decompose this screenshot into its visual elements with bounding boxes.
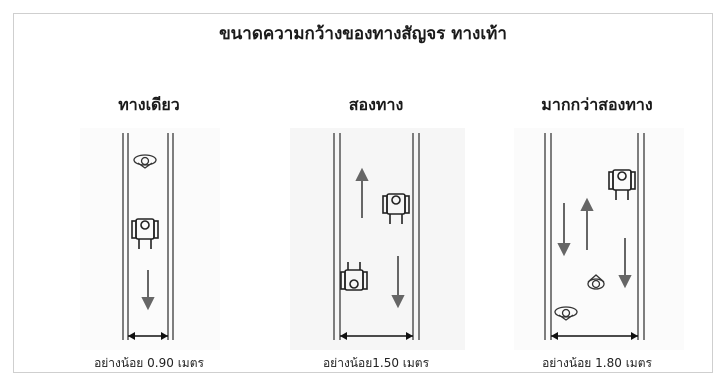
- width-dimension-arrow: [128, 332, 168, 340]
- caption-one-way-width: อย่างน้อย 0.90 เมตร: [94, 356, 204, 370]
- pedestrian-icon: [587, 274, 605, 290]
- multi-way-path-illustration: [514, 128, 684, 350]
- wheelchair-icon: [131, 218, 159, 249]
- down-arrow-icon: [141, 270, 155, 311]
- down-arrow-icon: [391, 256, 405, 309]
- column-title-one-way: ทางเดียว: [118, 95, 180, 114]
- two-way-path-illustration: [290, 128, 465, 350]
- caption-two-way-width: อย่างน้อย1.50 เมตร: [322, 356, 430, 370]
- wheelchair-icon: [382, 193, 410, 224]
- wheelchair-icon: [340, 262, 368, 291]
- column-title-multi-way: มากกว่าสองทาง: [541, 95, 653, 114]
- up-arrow-icon: [580, 197, 594, 250]
- diagram-title: ขนาดความกว้างของทางสัญจร ทางเท้า: [219, 24, 507, 44]
- column-title-two-way: สองทาง: [348, 95, 404, 114]
- up-arrow-icon: [355, 167, 369, 218]
- caption-multi-way-width: อย่างน้อย 1.80 เมตร: [542, 356, 652, 370]
- one-way-path-illustration: [80, 128, 220, 350]
- down-arrow-icon: [557, 203, 571, 257]
- pedestrian-icon: [133, 154, 157, 169]
- pedestrian-icon: [554, 306, 578, 321]
- width-dimension-arrow: [551, 332, 638, 340]
- width-dimension-arrow: [340, 332, 413, 340]
- wheelchair-icon: [608, 169, 636, 200]
- down-arrow-icon: [618, 238, 632, 289]
